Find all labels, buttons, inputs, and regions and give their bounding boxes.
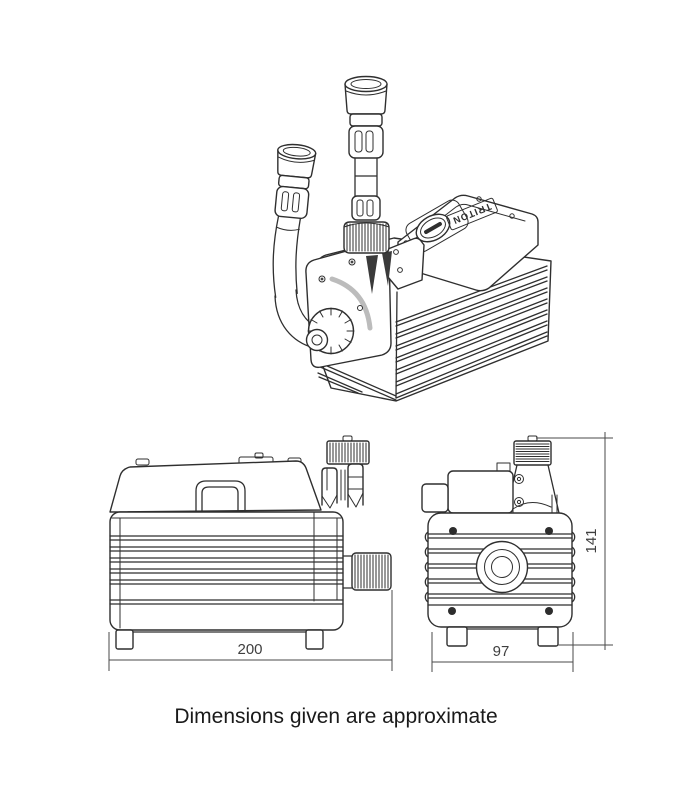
foot: [115, 629, 134, 650]
dimension-height-value: 141: [583, 528, 600, 553]
top-pipes: [321, 435, 370, 509]
dimension-height: 141: [536, 432, 613, 650]
end-top-assembly: [421, 435, 560, 514]
dimension-length-value: 200: [237, 641, 262, 658]
dimension-length: 200: [108, 590, 393, 671]
side-view: [109, 435, 392, 650]
caption-text: Dimensions given are approximate: [174, 705, 497, 728]
manifold-screws: [393, 249, 403, 273]
end-view: [421, 435, 576, 647]
dimension-width-value: 97: [493, 643, 510, 660]
pipe-wedge-right: [382, 251, 392, 286]
rib-bumps: [424, 531, 576, 603]
hose-connector-right: [343, 75, 390, 254]
end-screws: [448, 527, 553, 615]
pump-body-side: [109, 511, 344, 631]
control-dial: [415, 213, 451, 243]
body-ribs-side: [109, 535, 344, 605]
motor-box-profile: [447, 470, 514, 514]
bracket-screws: [514, 474, 524, 507]
foot: [446, 626, 468, 647]
foot: [537, 626, 559, 647]
hose-connector-left: [272, 143, 317, 299]
front-face-highlight: [329, 276, 373, 331]
body-ribs-3d: [317, 265, 548, 401]
isometric-view: TRITON: [272, 75, 552, 402]
lid-inner-line: [403, 203, 526, 248]
carry-handle: [195, 480, 246, 513]
side-outlet: [342, 552, 392, 591]
hose-nut: [343, 221, 390, 254]
dimension-width: 97: [431, 632, 574, 672]
manifold-block: [387, 237, 425, 290]
pump-center-boss: [475, 540, 529, 594]
pipe-wedge-left: [366, 255, 378, 294]
hose-grip: [274, 185, 310, 220]
body-corner-edge: [395, 291, 398, 399]
elbow-bore: [305, 328, 329, 352]
elbow-assembly: [274, 289, 355, 355]
foot: [305, 629, 324, 650]
